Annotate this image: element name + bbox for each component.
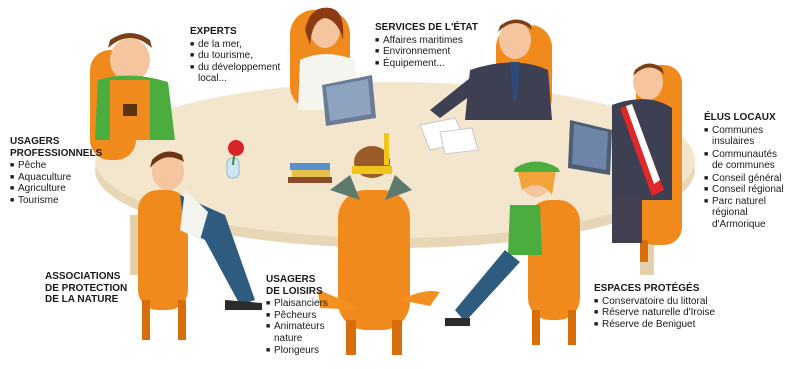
label-leisure-users-title-1: USAGERS	[266, 274, 316, 285]
list-item-continuation: de communes	[712, 160, 775, 171]
label-elected-officials: ÉLUS LOCAUX Communes insulaires Communau…	[704, 112, 784, 230]
person-leisure-diver	[318, 133, 440, 310]
person-protected-areas	[445, 161, 560, 326]
person-state-services	[430, 19, 552, 120]
label-elected-officials-title: ÉLUS LOCAUX	[704, 112, 776, 123]
list-item: Plongeurs	[266, 345, 328, 357]
list-item: Communautés	[704, 149, 784, 161]
papers	[419, 117, 479, 155]
label-experts: EXPERTS de la mer, du tourisme, du dével…	[190, 26, 280, 85]
list-item: Animateurs	[266, 321, 328, 333]
list-item: du tourisme,	[190, 50, 280, 62]
person-professional	[95, 33, 175, 140]
list-item: Pêche	[10, 160, 102, 172]
label-experts-title: EXPERTS	[190, 26, 237, 37]
chair-front-center	[338, 190, 410, 355]
label-professional-users-title-2: PROFESSIONNELS	[10, 147, 103, 159]
label-professional-users-title-1: USAGERS	[10, 136, 60, 147]
list-item: Conseil régional	[704, 184, 784, 196]
label-professional-users: USAGERS PROFESSIONNELS Pêche Aquaculture…	[10, 136, 102, 206]
label-leisure-users: USAGERS DE LOISIRS Plaisanciers Pêcheurs…	[266, 274, 328, 357]
label-protected-areas: ESPACES PROTÉGÉS Conservatoire du littor…	[594, 283, 715, 330]
person-elected	[568, 63, 672, 243]
list-item: Aquaculture	[10, 172, 102, 184]
list-item: du développement	[190, 62, 280, 74]
list-item: Plaisanciers	[266, 298, 328, 310]
chair-front-left	[138, 190, 188, 340]
flower-vase	[226, 140, 244, 179]
list-item-continuation: local...	[198, 73, 227, 84]
list-item-continuation: d'Armorique	[712, 218, 766, 230]
label-state-services-title: SERVICES DE L'ÉTAT	[375, 22, 478, 33]
list-item: Agriculture	[10, 183, 102, 195]
list-item: Affaires maritimes	[375, 35, 478, 47]
list-item: Réserve de Beniguet	[594, 319, 715, 331]
list-item: Réserve naturelle d'Iroise	[594, 307, 715, 319]
list-item: Tourisme	[10, 195, 102, 207]
list-item-continuation: régional	[712, 207, 748, 218]
list-item: Équipement...	[375, 58, 478, 70]
label-nature-associations: ASSOCIATIONS DE PROTECTION DE LA NATURE	[45, 271, 127, 306]
label-nature-associations-title-1: ASSOCIATIONS	[45, 271, 121, 282]
list-item-continuation: insulaires	[712, 136, 755, 147]
person-association	[150, 151, 262, 310]
books	[288, 163, 332, 183]
list-item: Communes	[704, 125, 784, 137]
label-leisure-users-title-2: DE LOISIRS	[266, 285, 323, 297]
label-nature-associations-title-2: DE PROTECTION	[45, 282, 128, 294]
list-item: Parc naturel	[704, 196, 784, 208]
person-expert	[298, 7, 376, 126]
list-item-continuation: nature	[274, 332, 303, 344]
label-state-services: SERVICES DE L'ÉTAT Affaires maritimes En…	[375, 22, 478, 69]
list-item: Conservatoire du littoral	[594, 296, 715, 308]
list-item: de la mer,	[190, 39, 280, 51]
label-protected-areas-title: ESPACES PROTÉGÉS	[594, 283, 700, 294]
list-item: Environnement	[375, 46, 478, 58]
list-item: Conseil général	[704, 173, 784, 185]
label-nature-associations-title-3: DE LA NATURE	[45, 294, 119, 305]
list-item: Pêcheurs	[266, 310, 328, 322]
